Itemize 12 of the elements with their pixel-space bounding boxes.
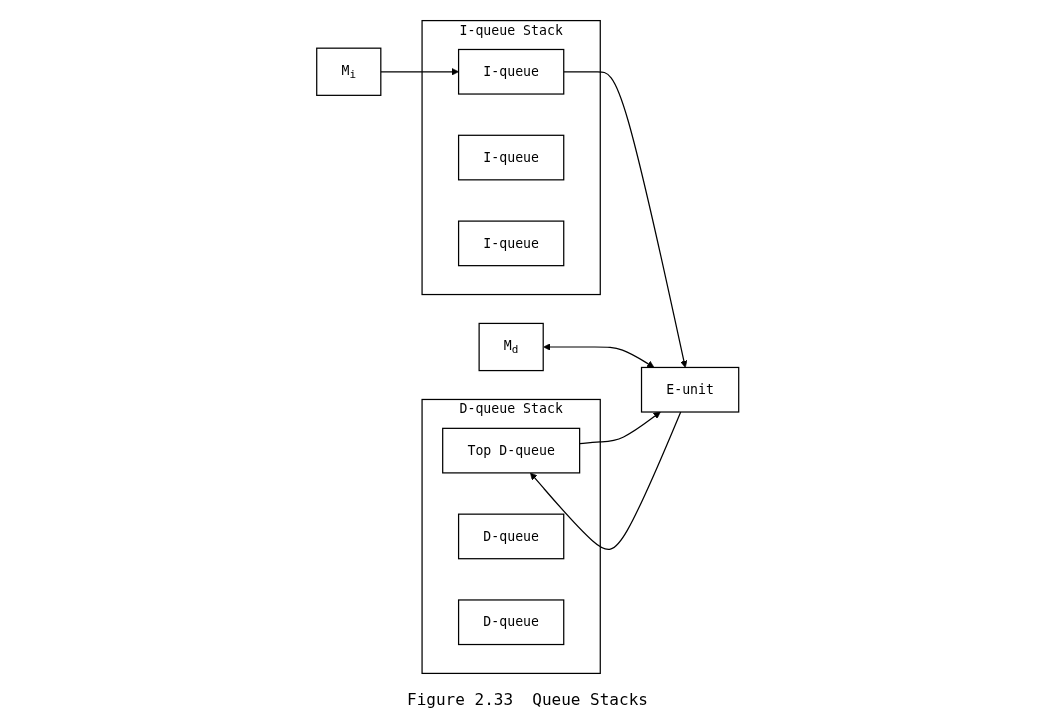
node-box: E-unit <box>640 366 740 413</box>
node-box: I-queue <box>457 48 565 95</box>
node-box: I-queue <box>457 220 565 267</box>
figure-caption: Figure 2.33 Queue Stacks <box>407 690 648 709</box>
node-box: M$_{i}$ <box>315 47 382 96</box>
node-box: D-queue <box>457 513 565 560</box>
arrow <box>529 411 682 551</box>
node-box: I-queue <box>457 134 565 181</box>
arrow <box>543 343 655 368</box>
node-box: M$_{d}$ <box>478 322 544 372</box>
node-box: D-queue <box>457 599 565 646</box>
node-box: Top D-queue <box>441 427 581 474</box>
